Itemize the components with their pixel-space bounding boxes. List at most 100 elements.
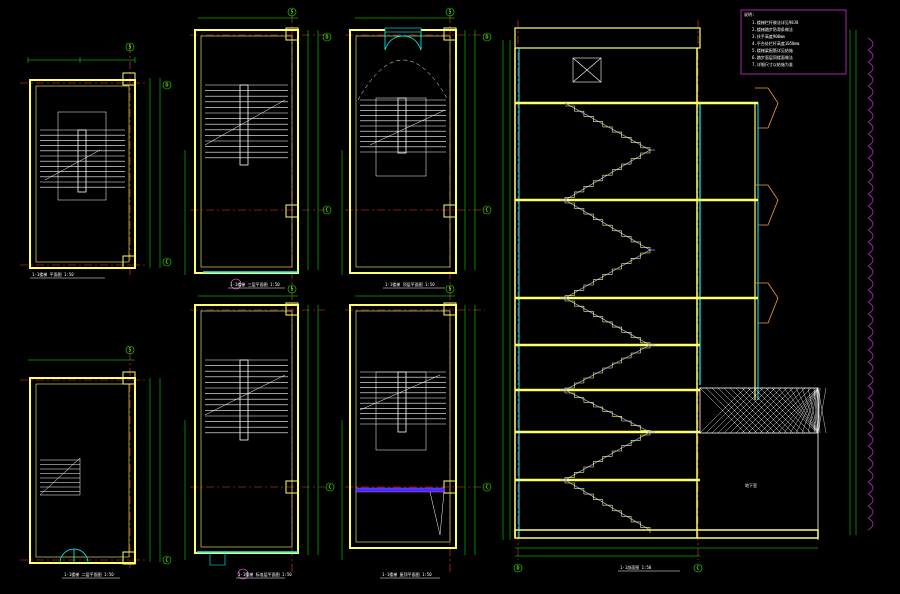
plan-e-caption: 1-1楼梯 标准层平面图 1:50 bbox=[238, 571, 292, 577]
notes-box: 说明: 1.楼梯栏杆做法详见98J82.楼梯踏步防滑条做法3.扶手高度900mm… bbox=[740, 9, 847, 75]
section-stair-step bbox=[602, 224, 613, 231]
notes-title: 说明: bbox=[744, 11, 754, 17]
section-stair-step bbox=[583, 493, 594, 500]
elevation-tag-scallop bbox=[867, 73, 874, 87]
elevation-tag-scallop bbox=[867, 349, 874, 363]
axis-bubble-c bbox=[693, 563, 703, 573]
section-stair-step bbox=[640, 430, 651, 435]
elevation-tag-scallop bbox=[867, 253, 874, 267]
axis-bubble-c bbox=[482, 205, 492, 215]
elevation-tag-scallop bbox=[867, 169, 874, 183]
elevation-tag-scallop bbox=[867, 469, 874, 483]
notes-line: 6.踏步面层同楼面做法 bbox=[752, 54, 793, 60]
section-stair-step bbox=[621, 163, 632, 170]
axis-bubble-5 bbox=[445, 284, 455, 294]
section-stair-step bbox=[630, 158, 641, 165]
section-stair-step bbox=[574, 290, 584, 296]
elevation-tag-scallop bbox=[867, 193, 874, 207]
section-stair-step bbox=[564, 387, 575, 393]
hatch-line bbox=[801, 387, 819, 434]
plan-c: 5 D C 1-1楼梯 三层平面图 1:50 bbox=[184, 7, 332, 290]
plan-a-caption: 1-1楼梯 平面图 1:50 bbox=[32, 271, 74, 277]
section-stair-step bbox=[565, 105, 575, 112]
elevation-tag-scallop bbox=[867, 49, 874, 63]
plan-b-caption: 1-1楼梯 二层平面图 1:50 bbox=[64, 571, 114, 577]
section-stair-step bbox=[593, 499, 604, 506]
section-stair-step bbox=[583, 284, 594, 291]
axis-label-5: 5 bbox=[128, 348, 131, 354]
plan-d: 5 D C 1-1楼梯 顶层平面图 1:50 bbox=[341, 7, 492, 290]
section-stair-step bbox=[593, 316, 604, 322]
notes-line: 4.平台处栏杆高度1050mm bbox=[752, 40, 800, 46]
elevation-tag-scallop bbox=[867, 61, 874, 75]
axis-bubble-d bbox=[482, 32, 492, 42]
section-stair-step bbox=[574, 397, 585, 403]
section-stair-step bbox=[621, 137, 632, 143]
axis-label-5: 5 bbox=[448, 10, 451, 16]
section-stair-step bbox=[565, 392, 575, 398]
axis-label-c: C bbox=[485, 208, 488, 214]
elevation-tag-scallop bbox=[867, 133, 874, 147]
axis-label-c: C bbox=[696, 566, 699, 572]
section-stair-step bbox=[593, 219, 604, 226]
section-stair-step bbox=[611, 450, 622, 457]
section-stair-step bbox=[640, 152, 650, 159]
section-caption: 1-1剖面图 1:50 bbox=[620, 564, 652, 570]
section-stair-step bbox=[611, 268, 622, 275]
elevation-tag-scallop bbox=[867, 373, 874, 387]
section-stair-step bbox=[564, 197, 575, 203]
section-stair-step bbox=[593, 372, 603, 378]
plan-f-caption: 1-1楼梯 屋顶平面图 1:50 bbox=[382, 571, 432, 577]
elevation-tag-scallop bbox=[867, 385, 874, 399]
section-stair-step bbox=[621, 516, 632, 522]
section-stair-step bbox=[602, 367, 613, 373]
section-stair-step bbox=[631, 521, 641, 528]
axis-label-c: C bbox=[328, 485, 331, 491]
plan-e: 5 C 1-1楼梯 标准层平面图 1:50 bbox=[184, 284, 335, 580]
section-stair-step bbox=[602, 456, 613, 462]
elevation-tag-scallop bbox=[867, 421, 874, 435]
axis-bubble-5 bbox=[287, 284, 297, 294]
plan-b: 5 C 1-1楼梯 二层平面图 1:50 bbox=[20, 345, 172, 579]
axis-bubble-5 bbox=[125, 42, 135, 52]
elevation-tag-scallop bbox=[867, 457, 874, 471]
elevation-tag-scallop bbox=[867, 481, 874, 495]
notes-line: 3.扶手高度900mm bbox=[752, 33, 785, 39]
hatch-line bbox=[753, 387, 800, 434]
axis-bubble-d bbox=[322, 32, 332, 42]
section-stair-step bbox=[602, 174, 613, 181]
axis-bubble-c bbox=[162, 257, 172, 267]
section-stair-step bbox=[630, 352, 641, 358]
hatch-line bbox=[759, 387, 806, 434]
notes-line: 1.楼梯栏杆做法详见98J8 bbox=[752, 19, 799, 25]
elevation-tag-scallop bbox=[867, 397, 874, 411]
hatch-line bbox=[807, 387, 819, 434]
section-stair-step bbox=[621, 357, 632, 363]
section-stair-step bbox=[565, 482, 575, 489]
section-stair-step bbox=[631, 337, 641, 343]
elevation-tag-scallop bbox=[867, 493, 874, 507]
section-stair-step bbox=[583, 466, 594, 473]
section-stair-step bbox=[621, 236, 632, 242]
section-stair-step bbox=[574, 191, 584, 198]
elevation-tag-scallop bbox=[867, 157, 874, 171]
section-stair-step bbox=[631, 425, 641, 431]
hatch-line bbox=[783, 387, 819, 434]
elevation-tag-scallop bbox=[867, 505, 874, 519]
hatch-line bbox=[817, 387, 827, 434]
section-stair-step bbox=[612, 131, 622, 138]
section-stair-step bbox=[640, 342, 651, 348]
section-stair-step bbox=[564, 477, 575, 483]
hatch-line bbox=[795, 387, 819, 434]
elevation-tag-scallop bbox=[867, 289, 874, 303]
elevation-tag-scallop bbox=[867, 241, 874, 255]
notes-line: 2.楼梯踏步防滑条做法 bbox=[752, 26, 793, 32]
section-stair-step bbox=[574, 110, 585, 117]
section-stair-step bbox=[565, 202, 575, 209]
section-stair-step bbox=[602, 504, 613, 511]
elevation-tag-scallop bbox=[867, 265, 874, 279]
section-stair-step bbox=[602, 411, 613, 417]
section-stair-step bbox=[640, 434, 650, 441]
section-stair-step bbox=[574, 305, 585, 312]
elevation-tag-scallop bbox=[867, 301, 874, 315]
